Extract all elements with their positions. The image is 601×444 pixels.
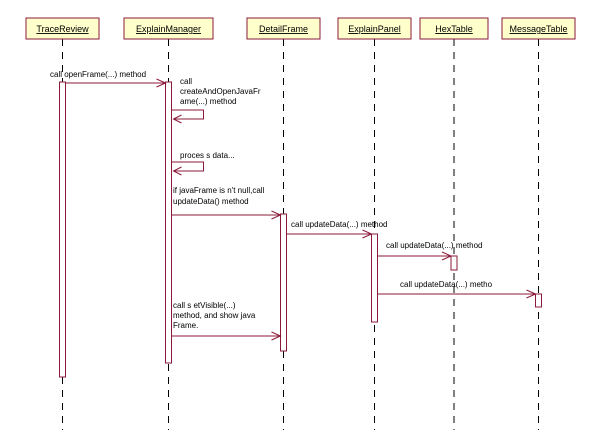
- participant-tracereview[interactable]: TraceReview: [25, 17, 100, 40]
- activation-bars: [59, 81, 542, 378]
- participant-explainpanel[interactable]: ExplainPanel: [337, 17, 412, 40]
- participants: TraceReview ExplainManager DetailFrame Expl…: [25, 17, 576, 40]
- participant-box: [123, 17, 214, 40]
- message-label: proces s data...: [180, 151, 235, 160]
- participant-box: [25, 17, 100, 40]
- message-label: Frame.: [173, 321, 198, 330]
- message-label: call updateData(...) method: [386, 241, 483, 250]
- message-label: method, and show java: [173, 311, 256, 320]
- message-6: call updateData(...) method: [377, 241, 483, 261]
- arrow-head: [271, 331, 282, 341]
- participant-box: [337, 17, 412, 40]
- message-label: call openFrame(...) method: [50, 70, 146, 79]
- arrow-head: [156, 78, 167, 88]
- arrow-head: [172, 114, 182, 124]
- activation-bar: [59, 81, 66, 378]
- activation-bar: [165, 81, 172, 364]
- participant-label: HexTable: [435, 24, 473, 34]
- participant-label: TraceReview: [36, 24, 89, 34]
- participant-explainmanager[interactable]: ExplainManager: [123, 17, 214, 40]
- self-message-line: [171, 109, 204, 120]
- arrow-head: [441, 251, 453, 261]
- message-8: call s etVisible(...)method, and show ja…: [171, 301, 282, 341]
- message-label: createAndOpenJavaFr: [180, 87, 261, 96]
- message-5: call updateData(...) method: [286, 220, 388, 239]
- arrow-head: [271, 210, 282, 220]
- self-message-line: [171, 161, 204, 172]
- arrow-head: [526, 289, 537, 299]
- participant-box: [246, 17, 321, 40]
- messages: call openFrame(...) method callcreateAndO…: [50, 70, 537, 341]
- participant-messagetable[interactable]: MessageTable: [501, 17, 576, 40]
- participant-box: [501, 17, 576, 40]
- participant-box: [419, 17, 489, 40]
- arrow-head: [172, 166, 182, 176]
- participant-label: DetailFrame: [259, 24, 308, 34]
- message-7: call updateData(...) metho: [377, 280, 537, 299]
- message-label: call updateData(...) metho: [400, 280, 493, 289]
- message-label: updateData() method: [173, 197, 249, 206]
- participant-label: ExplainPanel: [348, 24, 401, 34]
- message-label: if javaFrame is n't null,call: [173, 186, 265, 195]
- activation-bar: [535, 293, 542, 308]
- message-3: proces s data...: [171, 151, 235, 176]
- activation-bar: [371, 233, 378, 323]
- message-1: call openFrame(...) method: [50, 70, 167, 88]
- activation-bar: [450, 255, 458, 271]
- message-label: ame(...) method: [180, 97, 236, 106]
- message-label: call: [180, 77, 192, 86]
- message-4: if javaFrame is n't null,call updateData(…: [171, 186, 282, 220]
- participant-label: ExplainManager: [136, 24, 201, 34]
- activation-bar: [280, 213, 287, 352]
- message-label: call s etVisible(...): [173, 301, 236, 310]
- participant-label: MessageTable: [509, 24, 567, 34]
- arrow-head: [362, 229, 373, 239]
- message-label: call updateData(...) method: [291, 220, 388, 229]
- participant-hextable[interactable]: HexTable: [419, 17, 489, 40]
- participant-detailframe[interactable]: DetailFrame: [246, 17, 321, 40]
